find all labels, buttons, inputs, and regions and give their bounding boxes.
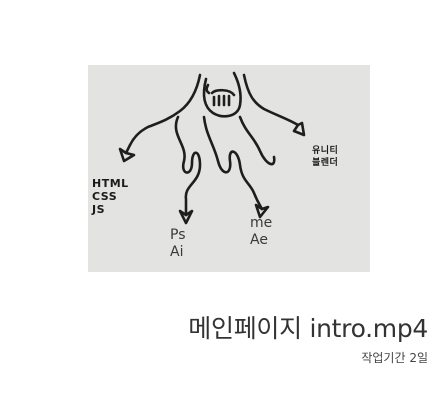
html-css-js-label: HTML CSS JS (92, 177, 129, 216)
video-thumbnail[interactable]: HTML CSS JS 유니티 블렌더 Ps Ai me Ae (88, 65, 370, 272)
ps-ai-label: Ps Ai (170, 227, 186, 260)
me-ae-label: me Ae (250, 215, 273, 248)
work-period: 작업기간 2일 (361, 351, 428, 365)
project-title: 메인페이지 intro.mp4 (188, 314, 428, 343)
hand-sketch-drawing (118, 71, 306, 225)
unity-blender-label: 유니티 블렌더 (312, 146, 339, 168)
